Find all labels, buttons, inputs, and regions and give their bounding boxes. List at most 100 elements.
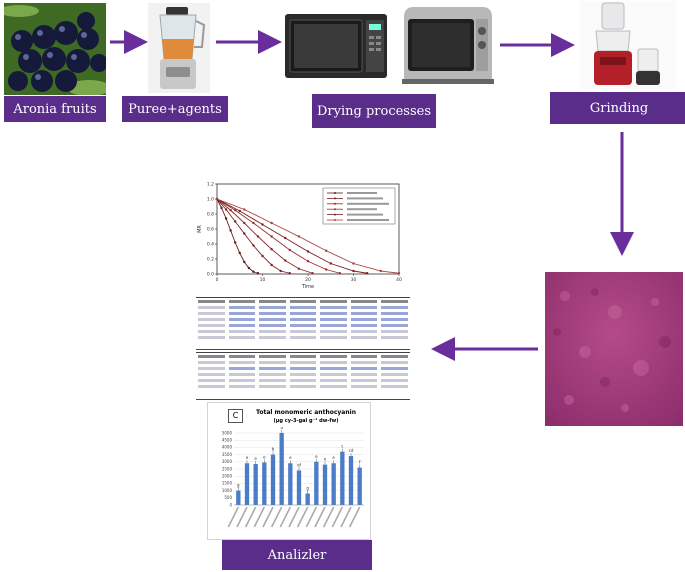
drying-point bbox=[229, 229, 231, 231]
drying-point bbox=[330, 262, 332, 264]
drying-point bbox=[239, 252, 241, 254]
drying-point bbox=[352, 262, 354, 264]
anthocyanin-bar bbox=[323, 465, 327, 505]
legend-marker bbox=[334, 197, 336, 199]
drying-point bbox=[270, 235, 272, 237]
significance-letter: a bbox=[280, 427, 283, 430]
drying-point bbox=[289, 249, 291, 251]
significance-letter: e bbox=[246, 455, 249, 460]
y-tick-label: 3000 bbox=[222, 459, 233, 464]
anthocyanin-chart-panel: C Total monomeric anthocyanin (μg cy-3-g… bbox=[207, 402, 371, 540]
significance-letter: e bbox=[263, 455, 266, 460]
anthocyanin-bar bbox=[358, 468, 362, 505]
y-tick-label: 1000 bbox=[222, 488, 233, 493]
legend-marker bbox=[334, 203, 336, 205]
aronia-fruits-image bbox=[4, 3, 106, 95]
legend-marker bbox=[334, 214, 336, 216]
drying-point bbox=[298, 268, 300, 270]
drying-point bbox=[257, 272, 259, 274]
drying-point bbox=[257, 235, 259, 237]
x-category-label bbox=[280, 507, 290, 527]
drying-point bbox=[234, 241, 236, 243]
drying-point bbox=[298, 235, 300, 237]
y-tick-label: 0 bbox=[229, 502, 232, 507]
y-tick-label: 2500 bbox=[222, 466, 233, 471]
drying-point bbox=[252, 271, 254, 273]
anthocyanin-bar bbox=[245, 463, 249, 505]
x-category-label bbox=[306, 507, 316, 527]
y-tick-label: 2000 bbox=[222, 474, 233, 479]
step-label-grinding: Grinding bbox=[550, 92, 685, 124]
drying-point bbox=[307, 260, 309, 262]
significance-letter: e bbox=[324, 457, 327, 462]
drying-point bbox=[216, 198, 218, 200]
legend-entry bbox=[347, 219, 389, 221]
drying-point bbox=[248, 267, 250, 269]
y-tick-label: 500 bbox=[224, 495, 232, 500]
x-tick-label: 0 bbox=[216, 277, 219, 283]
drying-point bbox=[234, 220, 236, 222]
powder-image bbox=[545, 272, 683, 426]
chart-title: Total monomeric anthocyanin bbox=[244, 409, 368, 416]
model-parameters-table-top bbox=[196, 297, 410, 350]
x-tick-label: 30 bbox=[351, 277, 357, 283]
legend-entry bbox=[347, 192, 377, 194]
y-tick-label: 4500 bbox=[222, 438, 233, 443]
significance-letter: c bbox=[341, 444, 343, 449]
drying-point bbox=[366, 272, 368, 274]
drying-point bbox=[352, 270, 354, 272]
drying-point bbox=[280, 270, 282, 272]
y-tick-label: 4000 bbox=[222, 445, 233, 450]
x-category-label bbox=[246, 507, 256, 527]
drying-point bbox=[252, 222, 254, 224]
significance-letter: f bbox=[359, 460, 361, 465]
drying-point bbox=[284, 237, 286, 239]
significance-letter: e bbox=[289, 455, 292, 460]
step-label-aronia-fruits: Aronia fruits bbox=[4, 96, 106, 122]
x-tick-label: 20 bbox=[305, 277, 311, 283]
x-tick-label: 40 bbox=[396, 277, 402, 283]
drying-point bbox=[243, 222, 245, 224]
drying-point bbox=[243, 232, 245, 234]
convection-oven-image bbox=[398, 3, 496, 87]
x-category-label bbox=[263, 507, 273, 527]
chart-panel-letter: C bbox=[228, 409, 243, 423]
y-tick-label: 3500 bbox=[222, 452, 233, 457]
anthocyanin-bar bbox=[254, 464, 258, 505]
blender-image bbox=[148, 3, 210, 93]
drying-point bbox=[225, 208, 227, 210]
anthocyanin-bar bbox=[271, 455, 275, 505]
y-tick-label: 0.6 bbox=[207, 227, 214, 233]
step-label-puree-agents: Puree+agents bbox=[122, 96, 228, 122]
x-category-label bbox=[272, 507, 282, 527]
y-tick-label: 1.2 bbox=[207, 182, 214, 188]
y-axis-label: MR bbox=[197, 225, 203, 233]
significance-letter: cd bbox=[349, 448, 354, 453]
step-label-drying-processes: Drying processes bbox=[312, 94, 436, 128]
drying-point bbox=[229, 209, 231, 211]
anthocyanin-bar bbox=[340, 452, 344, 505]
anthocyanin-bar bbox=[306, 493, 310, 505]
legend-marker bbox=[334, 192, 336, 194]
drying-point bbox=[380, 270, 382, 272]
significance-letter: ef bbox=[297, 462, 301, 467]
drying-point bbox=[243, 261, 245, 263]
significance-letter: e bbox=[254, 456, 257, 461]
y-tick-label: 1500 bbox=[222, 481, 233, 486]
drying-point bbox=[398, 272, 400, 274]
y-tick-label: 0.8 bbox=[207, 212, 214, 218]
x-category-label bbox=[228, 507, 238, 527]
x-tick-label: 10 bbox=[260, 277, 266, 283]
anthocyanin-bar bbox=[349, 456, 353, 505]
drying-point bbox=[270, 248, 272, 250]
drying-point bbox=[284, 259, 286, 261]
anthocyanin-bar bbox=[297, 470, 301, 505]
y-tick-label: 0.0 bbox=[207, 272, 214, 278]
drying-point bbox=[270, 264, 272, 266]
drying-kinetics-chart: 0.00.20.40.60.81.01.2010203040MRTime bbox=[195, 178, 411, 290]
legend-marker bbox=[334, 219, 336, 221]
x-category-label bbox=[254, 507, 264, 527]
anthocyanin-bar bbox=[280, 433, 284, 505]
drying-curve bbox=[217, 199, 290, 273]
drying-point bbox=[311, 272, 313, 274]
